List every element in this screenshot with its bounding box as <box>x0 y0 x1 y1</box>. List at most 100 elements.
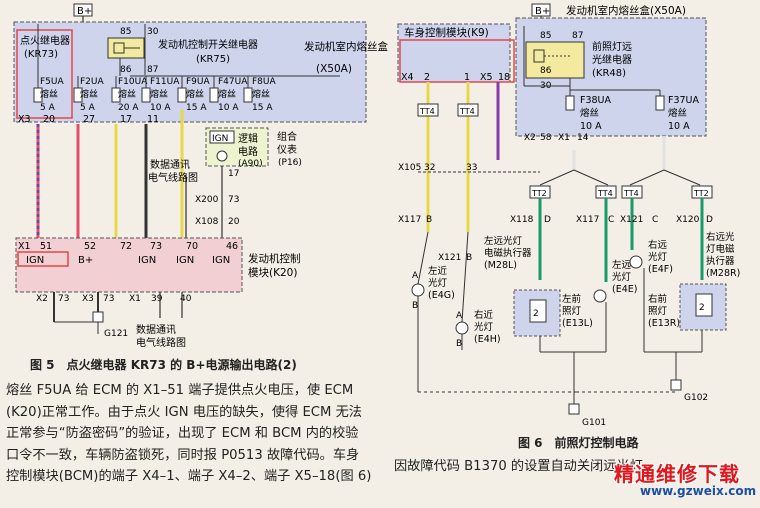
fuse-f37ua-icon <box>655 95 665 111</box>
lamp-label: 照灯 <box>648 306 668 317</box>
fuse-icon <box>33 87 43 103</box>
lamp-label: 灯电磁 <box>706 243 735 255</box>
fuse-label: 熔丝 <box>252 88 270 100</box>
fuse-label: 20 A <box>118 103 139 113</box>
conn-x200: X200 <box>195 195 219 205</box>
x3-pin-20: 20 <box>43 114 55 125</box>
k20-name-2: 模块(K20) <box>248 267 297 279</box>
x50a-title: 发动机室内熔丝盒 <box>304 40 388 53</box>
cluster-lamp-icon <box>216 150 228 162</box>
lamp-label: (E13R) <box>648 318 680 329</box>
bottom-x2: X2 <box>36 294 48 304</box>
x2-label: X2 <box>524 133 536 143</box>
watermark-url: www.gzweix.com <box>640 484 757 498</box>
lamp-e4h-icon <box>455 321 469 335</box>
a90-label: (A90) <box>238 159 263 169</box>
fuse-label: 熔丝 <box>150 88 168 100</box>
conn-pin-73: 73 <box>228 195 239 205</box>
x105-label: X105 <box>398 163 421 173</box>
kr48-pin-85: 85 <box>540 31 551 41</box>
lamp-label: 右前 <box>648 293 667 305</box>
lamp-label: 右近 <box>474 309 494 321</box>
x1-pin-14: 14 <box>577 133 589 143</box>
lamp-label: (E4G) <box>428 290 455 301</box>
f37-name: F37UA <box>668 95 700 106</box>
lamp-label: 照灯 <box>562 306 582 317</box>
lamp-label: 光灯 <box>474 321 494 333</box>
bottom-x1: X1 <box>129 294 141 304</box>
lamp-pin-a-2: A <box>456 311 463 321</box>
bcm-k9-box <box>397 23 511 83</box>
paragraph-line: 正常参与“防盗密码”的验证，出现了 ECM 和 BCM 内的校验 <box>6 426 359 441</box>
x1-label: X1 <box>558 133 570 143</box>
x120-label: X120 <box>676 215 700 225</box>
figure-6-caption: 图 6 前照灯控制电路 <box>518 436 639 450</box>
x50a-code: (X50A) <box>316 63 352 75</box>
k20-name: 发动机控制 <box>248 252 301 265</box>
bottom-40: 40 <box>180 294 192 304</box>
fuse-label: F10UA <box>118 77 148 87</box>
f38-word: 熔丝 <box>580 107 599 119</box>
lamp-label: 左远光灯 <box>484 235 523 247</box>
f37-word: 熔丝 <box>668 107 687 119</box>
fuse-label: F47UA <box>218 77 248 87</box>
lamp-label: 左近 <box>428 265 448 277</box>
kr48-name: 前照灯远 <box>592 40 632 53</box>
f38-rating: 10 A <box>580 121 602 132</box>
conn-pin-20: 20 <box>228 217 240 227</box>
watermark-logo: 精通维修下载 <box>614 462 740 486</box>
f38-name: F38UA <box>580 95 612 106</box>
fuse-f38ua-icon <box>565 95 575 111</box>
kr48-pin-87: 87 <box>572 31 583 41</box>
figure-6: B+ 发动机室内熔丝盒(X50A) 85 30 86 87 前照灯远 光继电器 … <box>397 3 740 428</box>
paragraph-line: 控制模块(BCM)的端子 X4–1、端子 X4–2、端子 X5–18(图 6) <box>6 469 372 484</box>
x2-pin-58: 58 <box>540 133 552 143</box>
k20-ign-highlight <box>17 251 69 267</box>
k20-pin-x1: X1 <box>18 241 31 252</box>
bottom-x3-73: 73 <box>103 294 114 304</box>
tt2-right-label: TT2 <box>693 189 709 198</box>
kr75-name: 发动机控制开关继电器 <box>158 38 258 51</box>
bcm-pin-highlight <box>399 39 515 83</box>
g101-label: G101 <box>582 418 606 428</box>
x117-label-right: X117 <box>576 215 599 225</box>
kr75-pin-85: 85 <box>120 27 131 37</box>
bcm-name: 车身控制模块(K9) <box>404 26 489 39</box>
tt2-left-label: TT2 <box>531 189 547 198</box>
x3-pin-27: 27 <box>83 114 95 125</box>
x118-label: X118 <box>510 215 534 225</box>
tt4-left-2 <box>457 103 479 117</box>
lamp-labels: 左近光灯(E4G)右近光灯(E4H)左远光灯电磁执行器(M28L)左前照灯(E1… <box>428 231 740 345</box>
k20-label-bplus: B+ <box>78 255 93 266</box>
fuse-label: F8UA <box>252 77 276 87</box>
fuse-label: F9UA <box>186 77 210 87</box>
ground-g121-icon <box>92 311 104 323</box>
pin-b-1: B <box>426 215 432 225</box>
pin-d-2: D <box>706 215 713 225</box>
bottom-39: 39 <box>151 294 163 304</box>
pin-c-1: C <box>608 215 614 225</box>
fuse-label: 15 A <box>186 103 207 113</box>
fuse-icon <box>177 87 187 103</box>
x105-pin-33: 33 <box>466 163 477 173</box>
kr48-code: (KR48) <box>592 68 626 79</box>
p16-label: (P16) <box>278 158 302 168</box>
lamp-e4e-icon <box>593 289 607 303</box>
x117-label-left: X117 <box>398 215 421 225</box>
ign-box-label: IGN <box>212 134 228 144</box>
lamp-label: (E4H) <box>474 334 501 345</box>
bottom-comm: 数据通讯 <box>136 323 176 336</box>
body-paragraph: 熔丝 F5UA 给 ECM 的 X1–51 端子提供点火电压，使 ECM (K2… <box>6 380 386 488</box>
fuse-label: F5UA <box>40 77 64 87</box>
comm-label-2: 电气线路图 <box>148 171 198 184</box>
paragraph-line: (K20)正常工作。由于点火 IGN 电压的缺失，使得 ECM 无法 <box>6 404 362 420</box>
fuse-label: 熔丝 <box>218 88 236 100</box>
fig6-x50a-title: 发动机室内熔丝盒(X50A) <box>566 4 686 17</box>
x121-label-right: X121 <box>620 215 643 225</box>
bcm-pin-18: 18 <box>498 72 510 83</box>
fuse-icon <box>243 87 253 103</box>
k20-pin-46: 46 <box>226 241 238 252</box>
paragraph-line: 熔丝 F5UA 给 ECM 的 X1–51 端子提供点火电压，使 ECM <box>6 383 354 398</box>
